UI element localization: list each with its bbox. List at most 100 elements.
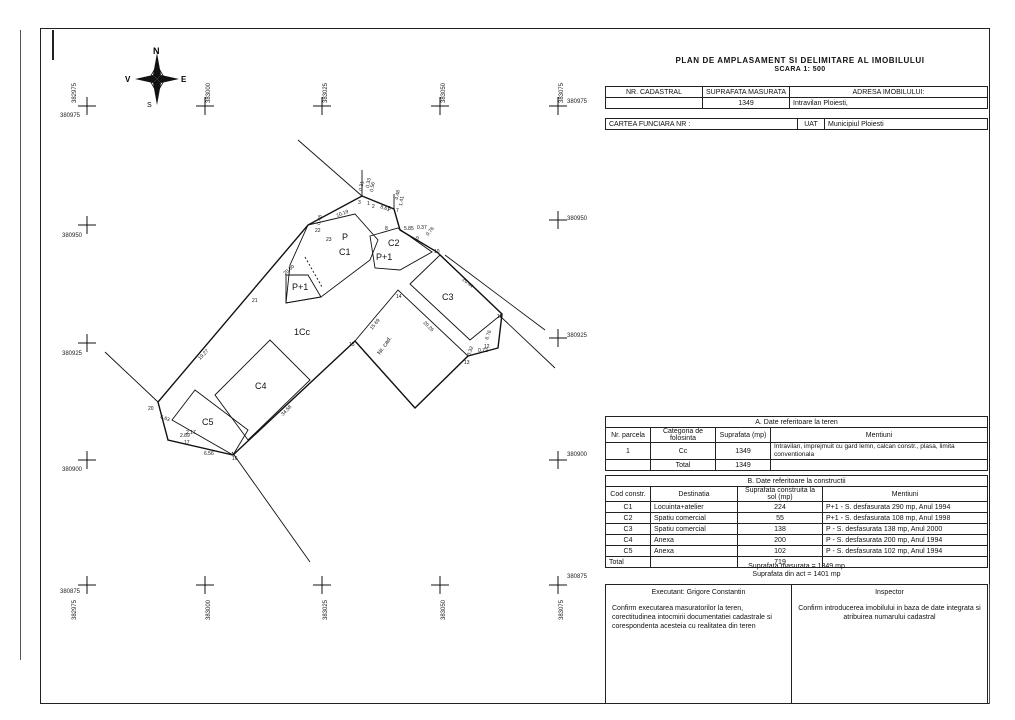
label-c2: C2 <box>388 238 400 248</box>
page-title: PLAN DE AMPLASAMENT SI DELIMITARE AL IMO… <box>675 56 925 65</box>
surface-summary: Suprafata masurata = 1349 mp Suprafata d… <box>605 563 988 579</box>
grid-cross-marks <box>78 97 567 594</box>
distance-label: 20.26 <box>422 320 435 333</box>
point-label: 11 <box>497 314 502 320</box>
dashed-line <box>304 256 323 288</box>
left-margin-mark <box>52 30 54 60</box>
distance-label: 2.89 <box>180 433 190 439</box>
coord-label: 383050 <box>441 599 447 620</box>
distance-label: 6.63 <box>159 414 170 423</box>
surface-act: Suprafata din act = 1401 mp <box>752 571 841 578</box>
distance-label: 4.48 <box>394 190 402 201</box>
grid-cross <box>549 329 567 347</box>
distance-label: 0.31 <box>358 181 366 192</box>
surface-measured: Suprafata masurata = 1349 mp <box>748 563 845 570</box>
coord-label: 380875 <box>60 589 81 595</box>
point-label: 9 <box>416 236 419 242</box>
table-row: C5 Anexa 102 P - S. desfasurata 102 mp, … <box>605 545 988 557</box>
label-c4: C4 <box>255 381 267 391</box>
grid-cross <box>78 97 96 115</box>
point-label: 2 <box>372 204 375 210</box>
grid-cross <box>431 97 449 115</box>
constr-total-value: 719 <box>737 556 823 568</box>
label-c3: C3 <box>442 292 454 302</box>
table-row: C1 Locuinta+atelier 224 P+1 - S. desfasu… <box>605 501 988 513</box>
point-label: 21 <box>252 298 258 304</box>
building-c4 <box>214 339 311 441</box>
neighbour-line <box>104 351 159 403</box>
left-margin-line <box>20 30 21 660</box>
grid-cross <box>549 451 567 469</box>
point-label: 14 <box>396 294 402 300</box>
coord-label: 380925 <box>567 333 588 339</box>
cadastral-info-table: NR. CADASTRAL SUPRAFATA MASURATA ADRESA … <box>605 86 988 109</box>
coord-label: 380950 <box>62 233 83 239</box>
page-scale: SCARA 1: 500 <box>774 66 826 73</box>
point-label: 1 <box>367 201 370 207</box>
distance-label: 0.33 <box>365 178 373 189</box>
coord-label: 383025 <box>323 82 329 103</box>
building-nrcad <box>354 289 469 409</box>
distance-label: 6.56 <box>204 451 214 457</box>
point-label: 23 <box>326 237 332 243</box>
inspector-text: Confirm introducerea imobilului in baza … <box>798 605 981 621</box>
coord-label: 380975 <box>567 99 588 105</box>
coord-label: 380925 <box>62 351 83 357</box>
distance-label: 0.48 <box>316 215 324 226</box>
uat-value: Municipiul Ploiesti <box>824 118 988 130</box>
coord-label: 380875 <box>567 574 588 580</box>
coord-label: 383000 <box>206 599 212 620</box>
building-c1 <box>285 213 379 304</box>
point-label: 12 <box>484 344 490 350</box>
point-label: 3 <box>358 200 361 206</box>
grid-cross <box>78 216 96 234</box>
coord-label: 382975 <box>72 599 78 620</box>
coord-label: 380975 <box>60 113 81 119</box>
inspector-box: Inspector Confirm introducerea imobilulu… <box>791 584 988 704</box>
distance-label: 0.56 <box>369 182 377 193</box>
distance-label: 6.76 <box>484 329 493 340</box>
constructii-table: B. Date referitoare la constructii Cod c… <box>605 475 988 568</box>
distance-label: 19.27 <box>197 348 210 361</box>
building-c1-wing <box>285 274 322 304</box>
distance-label: 0.37 <box>417 225 427 231</box>
grid-cross <box>196 576 214 594</box>
compass-n: N <box>153 46 160 56</box>
label-nrcad: Nr. cad. <box>377 335 394 356</box>
distance-label: 20.44 <box>461 277 475 290</box>
point-label: 7 <box>396 208 399 214</box>
grid-cross <box>313 576 331 594</box>
point-label: 16 <box>232 456 238 462</box>
building-c2 <box>369 227 433 271</box>
coord-label: 380900 <box>567 452 588 458</box>
coord-label: 383050 <box>441 82 447 103</box>
distance-label: 34.58 <box>280 404 293 417</box>
distance-label: 2.17 <box>186 430 196 436</box>
building-c5 <box>171 389 249 456</box>
building-c3 <box>409 254 503 341</box>
point-label: 20 <box>148 406 154 412</box>
label-c1-level: P+1 <box>292 282 308 292</box>
neighbour-line <box>499 315 556 369</box>
compass-v: V <box>125 75 131 84</box>
grid-cross <box>549 576 567 594</box>
compass-rose-icon: N S V E <box>125 46 187 109</box>
distance-label: 5.85 <box>404 226 414 232</box>
coord-label: 383000 <box>206 82 212 103</box>
grid-cross <box>549 97 567 115</box>
adresa-value: Intravilan Ploiesti, <box>789 97 988 109</box>
executant-text: Confirm executarea masuratorilor la tere… <box>612 605 772 630</box>
grid-cross <box>78 576 96 594</box>
distance-label: 3.32 <box>466 345 475 356</box>
label-parcel: 1Cc <box>294 327 311 337</box>
point-label: 8 <box>385 226 388 232</box>
grid-cross <box>196 97 214 115</box>
grid-cross <box>78 451 96 469</box>
grid-cross <box>549 211 567 229</box>
distance-label: 15.69 <box>369 318 382 332</box>
table-row: C2 Spatiu comercial 55 P+1 - S. desfasur… <box>605 512 988 524</box>
label-c5: C5 <box>202 417 214 427</box>
grid-cross <box>313 97 331 115</box>
